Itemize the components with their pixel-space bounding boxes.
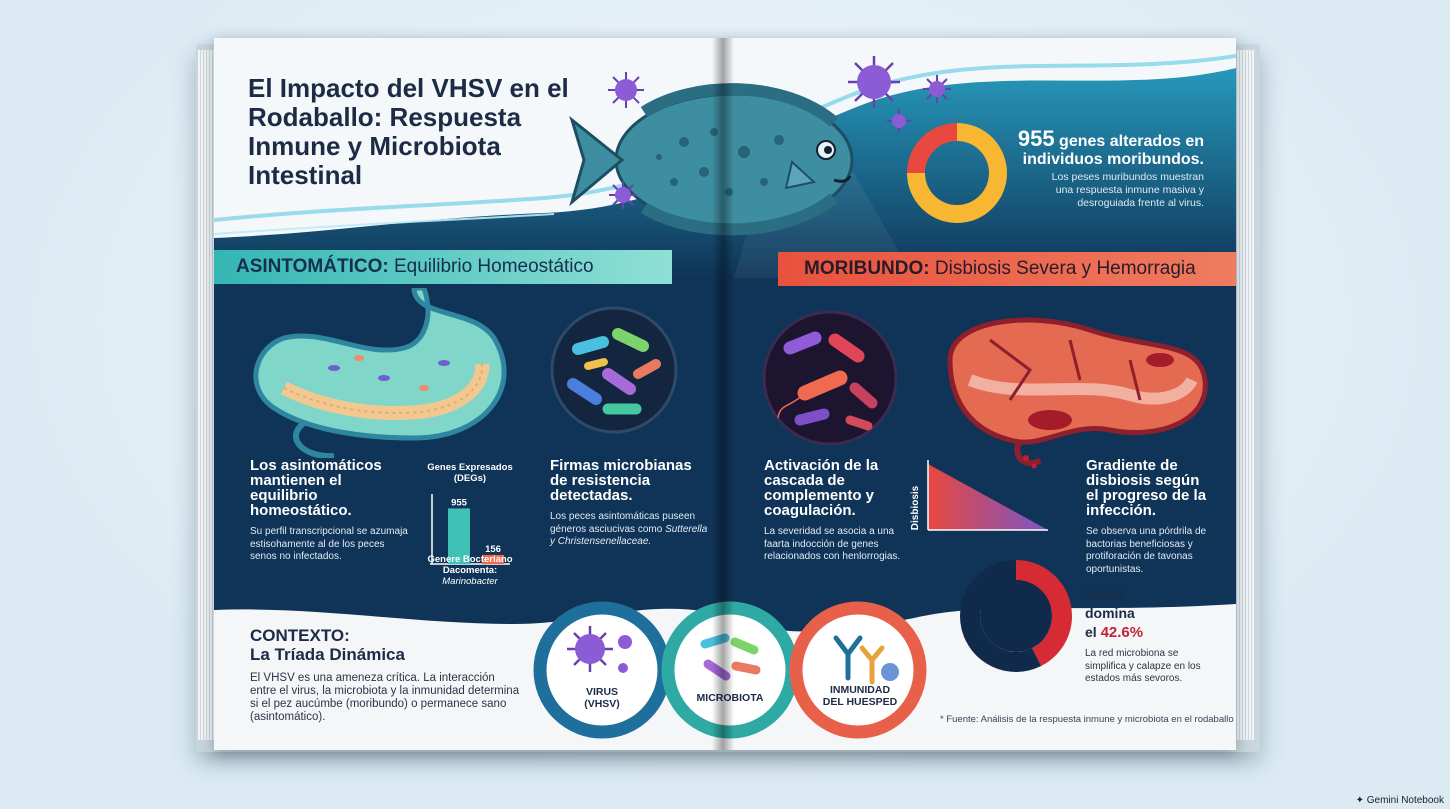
context-title-line1: CONTEXTO:	[250, 626, 350, 645]
page-edges-left	[198, 50, 216, 740]
dysbiosis-area	[928, 464, 1048, 530]
healthy-microbiota-icon	[550, 306, 678, 434]
magazine-spread: El Impacto del VHSV en el Rodaballo: Res…	[214, 38, 1236, 750]
triad-microbiota-label: MICROBIOTA	[696, 692, 764, 704]
deg-bar-label: 955	[451, 497, 468, 508]
triad-host-label: INMUNIDAD DEL HUESPED	[808, 684, 912, 708]
hemorrhagic-intestine-icon	[947, 317, 1208, 469]
triad-antibody-icon	[833, 635, 885, 685]
vibrio-line2: domina	[1085, 605, 1135, 621]
asymptomatic-summary: Los asintomáticos mantienen el equilibri…	[250, 458, 410, 564]
virus-icon	[609, 181, 637, 209]
stat-number: 955	[1017, 126, 1055, 151]
vibrio-percent: 42.6%	[1100, 624, 1144, 641]
moribund-banner: MORIBUNDO: Disbiosis Severa y Hemorragia	[778, 252, 1236, 286]
triad-microbe-icon	[700, 633, 761, 681]
genes-donut-slice	[907, 123, 957, 173]
vibrio-line3-text: el	[1085, 624, 1097, 640]
healthy-intestine-icon	[253, 288, 507, 458]
vibrio-donut-hole	[980, 580, 1052, 652]
asymptomatic-body: Su perfil transcripcional se azumaja est…	[250, 526, 408, 562]
source-note: * Fuente: Análisis de la respuesta inmun…	[940, 714, 1234, 725]
stat-headline: 955 genes alterados en individuos moribu…	[1014, 128, 1204, 169]
moribund-heading: Activación de la cascada de complemento …	[764, 457, 879, 519]
vibrio-donut-chart	[960, 560, 1072, 672]
deg-bar-label: 156	[485, 544, 501, 555]
brand-icon: ✦	[1355, 795, 1364, 806]
triad-diagram	[533, 601, 927, 739]
moribund-body: La severidad se asocia a una faarta indo…	[764, 526, 901, 562]
stat-text: genes alterados en individuos moribundos…	[1022, 133, 1204, 168]
microbe-heading: Firmas microbianas de resistencia detect…	[550, 457, 692, 504]
virus-icon	[923, 75, 951, 103]
deg-chart-footer-genus: Marinobacter	[442, 576, 498, 587]
vibrio-body: La red microbiona se simplifica y calapz…	[1085, 648, 1201, 684]
vibrio-donut-slice	[960, 560, 1042, 672]
triad-virus-label-line2: (VHSV)	[584, 698, 620, 710]
dysbiosis-gradient-summary: Gradiente de disbiosis según el progreso…	[1086, 458, 1216, 576]
deg-chart-footer: Genere Bocteriano Dacomenta: Marinobacte…	[414, 554, 526, 587]
virus-icon	[848, 56, 900, 108]
triad-virus-icon	[567, 626, 632, 673]
triad-virus-label-line1: VIRUS	[585, 686, 619, 698]
dysbiotic-microbiota-icon	[762, 310, 898, 446]
moribund-banner-bold: MORIBUNDO:	[804, 258, 930, 279]
context-body: El VHSV es una ameneza crítica. La inter…	[250, 672, 520, 723]
page-title: El Impacto del VHSV en el Rodaballo: Res…	[248, 73, 569, 190]
asymptomatic-heading: Los asintomáticos mantienen el equilibri…	[250, 457, 382, 519]
virus-icon	[608, 72, 644, 108]
triad-host-label-line1: INMUNIDAD	[829, 684, 891, 696]
band-wave	[214, 604, 1236, 632]
microbe-genera: Sutterella y Christensenellaceae.	[550, 523, 708, 548]
brand-text: Gemini Notebook	[1366, 795, 1444, 806]
deg-bar	[482, 554, 504, 564]
deg-bar-chart: 955 156	[430, 494, 510, 565]
vibrio-line1: Vibrio	[1085, 586, 1125, 602]
stat-description: Los peses muribundos muestran una respue…	[1051, 171, 1204, 209]
moribund-banner-rest: Disbiosis Severa y Hemorragia	[929, 258, 1196, 279]
complement-summary: Activación de la cascada de complemento …	[764, 458, 914, 564]
triad-host-label-line2: DEL HUESPED	[822, 696, 898, 708]
gradient-heading: Gradiente de disbiosis según el progreso…	[1086, 457, 1207, 519]
gradient-body: Se observa una pórdrila de bactorias ben…	[1086, 526, 1207, 575]
vibrio-donut-slice	[1016, 560, 1072, 667]
brand-label: ✦ Gemini Notebook	[1356, 795, 1444, 806]
context-title-line2: La Tríada Dinámica	[250, 645, 405, 664]
genes-donut-slice	[907, 123, 1007, 223]
vibrio-line3: el 42.6%	[1085, 623, 1143, 642]
asymptomatic-banner-bold: ASINTOMÁTICO:	[236, 256, 389, 277]
triad-virus-label: VIRUS (VHSV)	[558, 686, 646, 710]
page-edges-right	[1236, 50, 1254, 740]
microbe-body-text: Los peces asintomáticas puseen géneros a…	[550, 511, 696, 535]
virus-icon	[887, 109, 911, 133]
deg-chart-footer-label: Genere Bocteriano Dacomenta:	[427, 554, 513, 576]
deg-bar	[448, 508, 470, 564]
context-title: CONTEXTO: La Tríada Dinámica	[250, 626, 405, 664]
dysbiosis-axis-label: Disbiosis	[910, 485, 921, 530]
vibrio-headline: Vibrio domina el 42.6%	[1085, 585, 1143, 642]
microbial-signatures: Firmas microbianas de resistencia detect…	[550, 458, 710, 549]
asymptomatic-banner-rest: Equilibrio Homeostático	[388, 256, 594, 277]
dysbiosis-gradient-chart: Disbiosis	[910, 460, 1048, 531]
asymptomatic-banner: ASINTOMÁTICO: Equilibrio Homeostático	[214, 250, 672, 284]
turbot-fish-icon	[569, 83, 854, 236]
microbe-body: Los peces asintomáticas puseen géneros a…	[550, 511, 710, 549]
deg-chart-title: Genes Expresados (DEGs)	[427, 462, 513, 484]
genes-donut-chart	[907, 123, 1007, 223]
